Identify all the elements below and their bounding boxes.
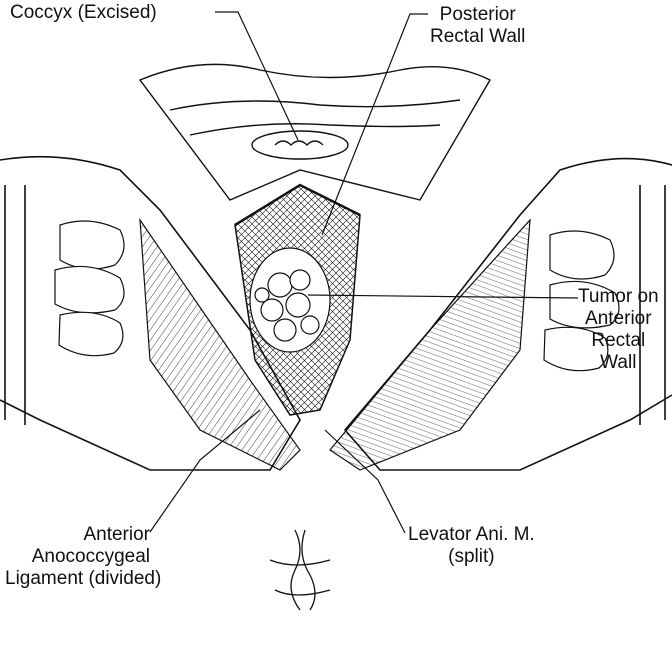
- leader-posterior-rectal-wall: [321, 13, 428, 236]
- fat-lobules: [54, 220, 620, 372]
- anus: [269, 529, 331, 611]
- leader-tumor: [307, 294, 579, 299]
- leader-levator: [324, 429, 406, 534]
- label-tumor: Tumor on Anterior Rectal Wall: [578, 286, 659, 373]
- label-levator: Levator Ani. M. (split): [408, 524, 535, 567]
- label-anococcygeal: Anterior Anococcygeal Ligament (divided): [5, 524, 162, 589]
- tumor: [249, 247, 331, 353]
- label-coccyx: Coccyx (Excised): [10, 2, 157, 23]
- leader-coccyx: [215, 11, 299, 141]
- levator-ani-muscle: [139, 217, 531, 471]
- coccyx-bed: [138, 63, 491, 201]
- leader-lines: [149, 11, 579, 534]
- leader-anococcygeal: [149, 409, 261, 533]
- label-posterior-rectal-wall: Posterior Rectal Wall: [430, 4, 526, 47]
